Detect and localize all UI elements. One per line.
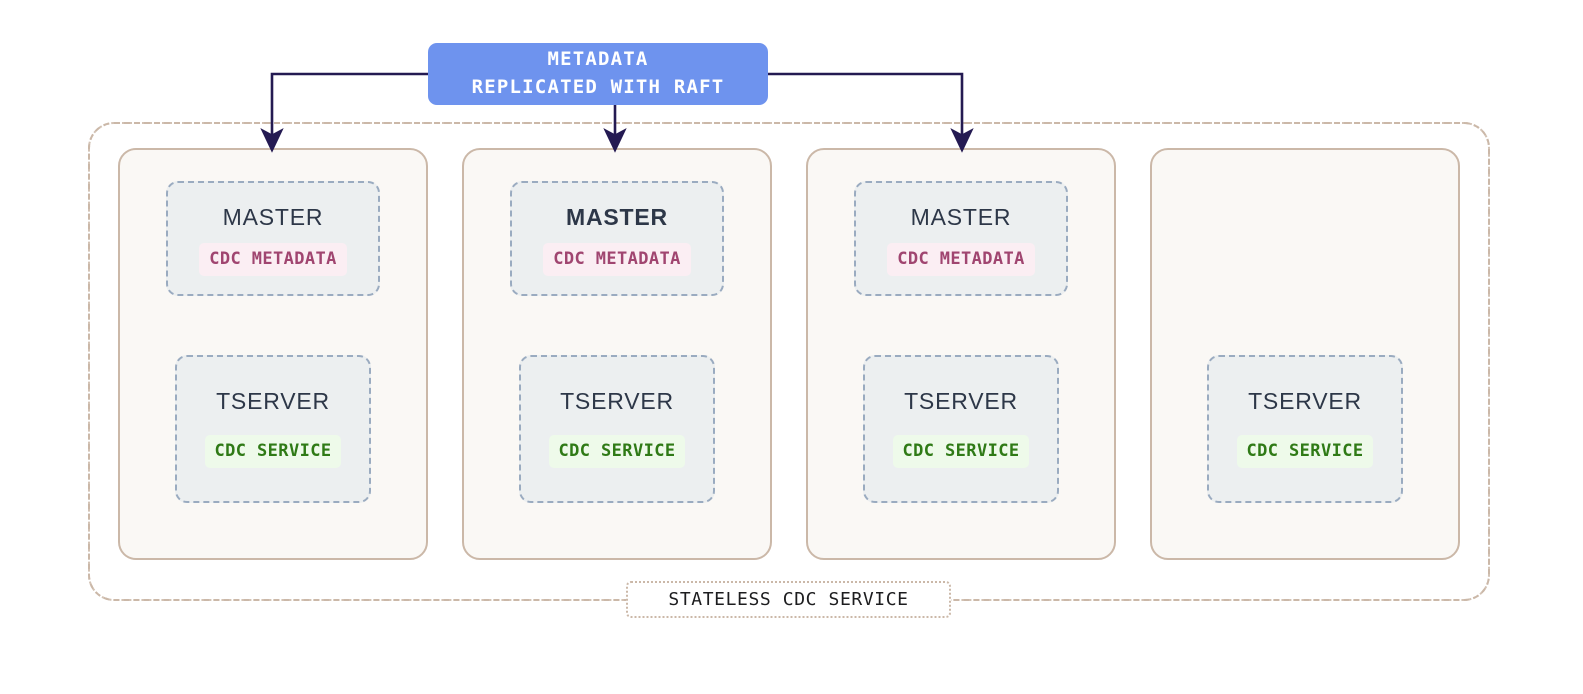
node-card-2: MASTER CDC METADATA TSERVER CDC SERVICE (462, 148, 772, 560)
node-2-cdc-service-pill: CDC SERVICE (548, 435, 686, 468)
node-3-tserver-component: TSERVER CDC SERVICE (863, 355, 1059, 503)
boundary-caption-box: STATELESS CDC SERVICE (626, 581, 951, 618)
node-card-1: MASTER CDC METADATA TSERVER CDC SERVICE (118, 148, 428, 560)
node-1-cdc-service-pill: CDC SERVICE (204, 435, 342, 468)
node-4-cdc-service-pill: CDC SERVICE (1236, 435, 1374, 468)
node-3-master-component: MASTER CDC METADATA (854, 181, 1068, 296)
metadata-raft-box: METADATA REPLICATED WITH RAFT (428, 43, 768, 105)
node-3-master-title: MASTER (910, 203, 1012, 230)
node-1-tserver-component: TSERVER CDC SERVICE (175, 355, 371, 503)
node-2-tserver-component: TSERVER CDC SERVICE (519, 355, 715, 503)
node-2-tserver-title: TSERVER (560, 388, 674, 414)
metadata-title-line-1: METADATA (547, 48, 649, 71)
boundary-caption-label: STATELESS CDC SERVICE (668, 589, 909, 610)
node-3-cdc-metadata-pill: CDC METADATA (887, 242, 1035, 276)
node-3-cdc-service-pill: CDC SERVICE (892, 435, 1030, 468)
node-2-master-title: MASTER (566, 203, 668, 230)
node-4-tserver-title: TSERVER (1248, 388, 1362, 414)
node-cards-row: MASTER CDC METADATA TSERVER CDC SERVICE … (118, 148, 1460, 560)
node-4-tserver-component: TSERVER CDC SERVICE (1207, 355, 1403, 503)
node-1-master-component: MASTER CDC METADATA (166, 181, 380, 296)
node-1-tserver-title: TSERVER (216, 388, 330, 414)
node-card-4: TSERVER CDC SERVICE (1150, 148, 1460, 560)
node-2-master-component: MASTER CDC METADATA (510, 181, 724, 296)
node-card-3: MASTER CDC METADATA TSERVER CDC SERVICE (806, 148, 1116, 560)
node-1-cdc-metadata-pill: CDC METADATA (199, 242, 347, 276)
metadata-title-line-2: REPLICATED WITH RAFT (471, 76, 725, 98)
node-3-tserver-title: TSERVER (904, 388, 1018, 414)
node-1-master-title: MASTER (222, 203, 324, 230)
node-2-cdc-metadata-pill: CDC METADATA (543, 242, 691, 276)
